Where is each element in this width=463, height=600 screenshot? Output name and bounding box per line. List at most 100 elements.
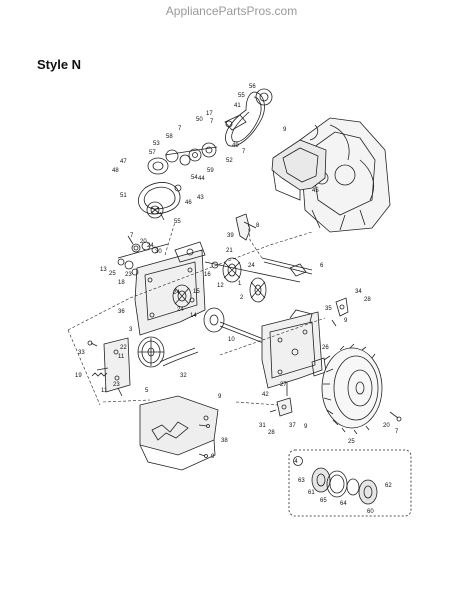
callout: 25 (348, 439, 355, 445)
style-label: Style N (37, 57, 82, 72)
wheel-tire (321, 343, 383, 435)
callout: 32 (180, 373, 187, 379)
lower-pulley (137, 336, 165, 368)
small-pulley (146, 201, 164, 219)
callout: 52 (226, 158, 233, 164)
callout: 55 (174, 219, 181, 225)
callout: 22 (120, 345, 127, 351)
callout: 9 (344, 318, 348, 324)
callout: 18 (118, 280, 125, 286)
right-small-bracket (335, 297, 349, 317)
callout: 20 (383, 423, 390, 429)
callout: 60 (367, 509, 374, 515)
callout: 27 (280, 382, 287, 388)
callout: 24 (147, 243, 154, 249)
callout: 62 (385, 483, 392, 489)
callout: 28 (364, 297, 371, 303)
callout: 7 (178, 126, 182, 132)
callout: 21 (226, 248, 233, 254)
callout: 3 (129, 327, 133, 333)
callout: 12 (217, 283, 224, 289)
drive-belt (225, 88, 273, 147)
site-watermark: AppliancePartsPros.com (165, 4, 298, 18)
callout: 55 (238, 93, 245, 99)
spring (91, 372, 108, 377)
friction-wheel (203, 307, 225, 333)
callout: 24 (173, 290, 180, 296)
callout: 11 (101, 388, 108, 394)
callout: 56 (249, 84, 256, 90)
callout: 16 (204, 272, 211, 278)
callout: 57 (149, 150, 156, 156)
upper-bracket (235, 213, 257, 241)
right-shaft (261, 257, 313, 277)
callout: 30 (155, 249, 162, 255)
callout: 41 (234, 103, 241, 109)
callout: 46 (185, 200, 192, 206)
callout: 58 (166, 134, 173, 140)
part-callouts: 56 55 41 7 50 17 7 58 53 49 7 9 57 52 47… (75, 84, 399, 515)
drive-pulley (147, 157, 169, 175)
callout: 37 (289, 423, 296, 429)
callout: 49 (232, 143, 239, 149)
callout: 14 (190, 313, 197, 319)
callout: 24 (177, 307, 184, 313)
callout: 45 (312, 188, 319, 194)
callout: 9 (218, 394, 222, 400)
callout: 9 (304, 424, 308, 430)
wheel-bolt (389, 411, 402, 422)
callout: 23 (125, 272, 132, 278)
phantom-lines (67, 221, 326, 406)
callout: 43 (197, 195, 204, 201)
callout: 51 (120, 193, 127, 199)
callout: 7 (242, 149, 246, 155)
callout: 50 (196, 117, 203, 123)
callout: 48 (112, 168, 119, 174)
callout: 59 (207, 168, 214, 174)
callout: 7 (210, 119, 214, 125)
callout: 28 (268, 430, 275, 436)
callout: 65 (320, 498, 327, 504)
callout: 54 (191, 175, 198, 181)
inset-number: 4 (294, 459, 298, 465)
center-gear-assembly (204, 257, 301, 303)
callout: 44 (198, 176, 205, 182)
callout: 19 (75, 373, 82, 379)
callout: 1 (238, 281, 242, 287)
callout: 9 (283, 127, 287, 133)
callout: 64 (340, 501, 347, 507)
callout: 13 (100, 267, 107, 273)
callout: 7 (395, 429, 399, 435)
callout: 25 (109, 271, 116, 277)
bottom-cover (139, 395, 219, 471)
right-frame-plate (261, 309, 323, 389)
callout: 33 (78, 350, 85, 356)
callout: 26 (322, 345, 329, 351)
callout: 47 (120, 159, 127, 165)
callout: 17 (206, 111, 213, 117)
callout: 7 (130, 233, 134, 239)
lower-bracket (269, 382, 293, 417)
callout: 39 (227, 233, 234, 239)
left-sprocket (172, 284, 192, 308)
callout: 15 (193, 289, 200, 295)
left-bearing-cluster (117, 241, 169, 276)
callout: 20 (140, 239, 147, 245)
callout: 9 (211, 454, 215, 460)
callout: 31 (259, 423, 266, 429)
callout: 42 (262, 392, 269, 398)
callout: 36 (118, 309, 125, 315)
left-side-plate (96, 337, 131, 393)
callout: 11 (118, 354, 125, 360)
callout: 8 (256, 223, 260, 229)
callout: 24 (248, 263, 255, 269)
callout: 35 (325, 306, 332, 312)
left-frame-plate (134, 241, 206, 336)
callout: 63 (298, 478, 305, 484)
callout: 53 (153, 141, 160, 147)
callout: 5 (145, 388, 149, 394)
callout: 38 (221, 438, 228, 444)
hardware-bolts (87, 211, 337, 458)
drive-axle (219, 321, 267, 345)
